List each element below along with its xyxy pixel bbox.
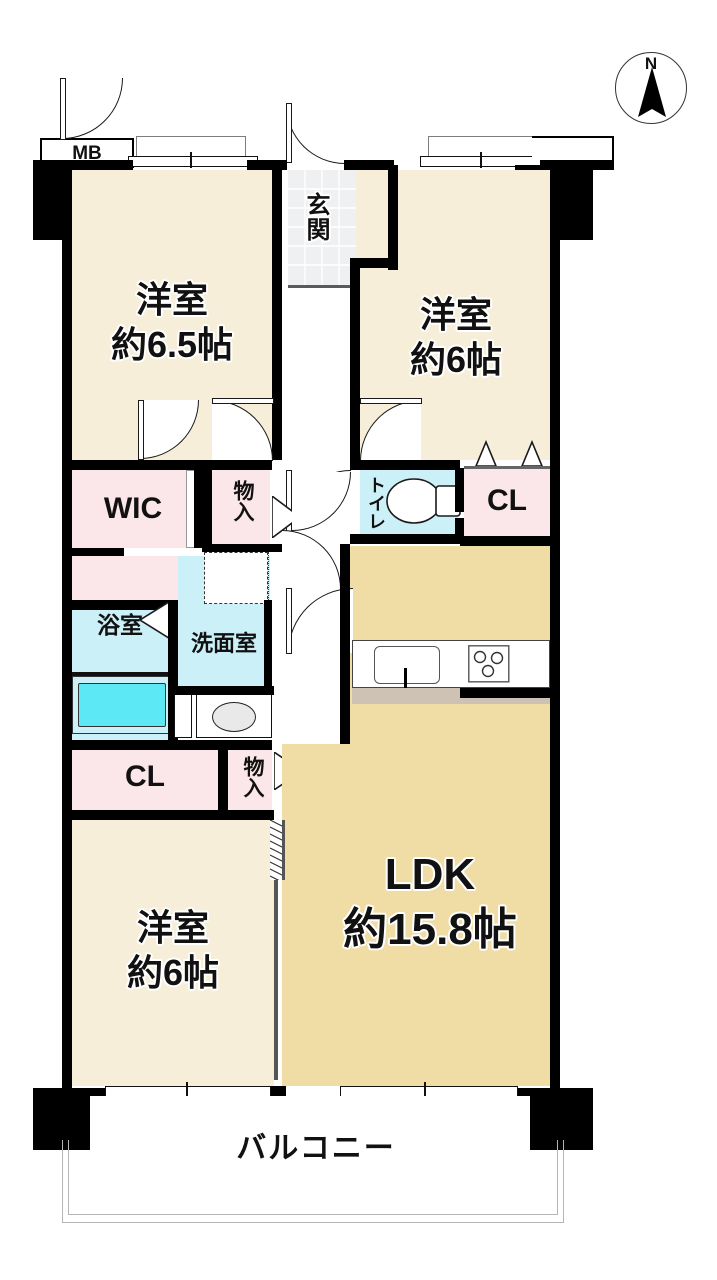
bedroom-sw-label-line2: 約6帖: [126, 952, 220, 993]
bedroom-nw-door-leaf: [212, 398, 274, 404]
sliding-partition-track: [274, 880, 278, 1080]
storage-lower-floor: [228, 750, 272, 810]
window-nw-mullion: [190, 152, 192, 168]
wall-closet-ne-bottom: [460, 536, 560, 546]
bedroom-ne-door-leaf: [360, 398, 422, 404]
room-ldk-floor: [346, 546, 550, 1086]
north-compass: [615, 52, 687, 124]
wic-floor: [72, 470, 194, 548]
wall-wic-divider: [62, 548, 124, 556]
window-ldk-mullion: [424, 1082, 426, 1100]
balcony-floor: [90, 1096, 530, 1196]
wall-toilet-top: [350, 460, 460, 470]
bath-door-icon: [140, 600, 172, 640]
washing-machine-space: [204, 552, 268, 604]
wic-floor-lower: [72, 556, 194, 608]
closet-sw-label: CL: [125, 760, 165, 793]
ldk-label-line1: LDK: [384, 850, 476, 899]
balcony-outline-outer: [62, 1140, 564, 1223]
wic-door-leaf: [138, 400, 144, 460]
wall-entrance-step-right: [388, 165, 398, 270]
closet-ne-rail: [464, 466, 550, 469]
wall-ldk-left-lower: [340, 664, 350, 744]
closet-ne-folding-door-icon: [475, 440, 543, 466]
wall-right-exterior-upper: [550, 165, 560, 465]
ne-exterior-slab: [532, 136, 614, 164]
mb-door-leaf: [60, 78, 66, 140]
washroom-label: 洗面室: [190, 631, 257, 656]
wall-top-mid-a: [247, 160, 287, 170]
bedroom-ne-label-line2: 約6帖: [409, 339, 503, 380]
toilet-label: トイレ: [366, 476, 386, 530]
wall-bath-right: [168, 600, 178, 740]
kitchen-faucet-icon: [404, 668, 407, 690]
wall-top-mid-b: [344, 160, 394, 170]
stove-burners-icon: [468, 645, 510, 683]
entrance-tile-grid: [288, 170, 356, 285]
wall-right-exterior-lower: [550, 460, 560, 1090]
closet-ne-label: CL: [487, 484, 527, 517]
bath-tub-surround: [72, 676, 170, 734]
wall-toilet-right: [455, 468, 464, 512]
wall-washroom-bottom: [168, 686, 274, 695]
washbasin-icon: [212, 702, 256, 732]
north-label: N: [644, 54, 658, 73]
bedroom-ne-label-line1: 洋室: [419, 294, 492, 335]
bath-label-line1: 浴室: [97, 612, 143, 638]
window-nw: [128, 156, 258, 167]
bedroom-sw-label-line1: 洋室: [136, 907, 209, 948]
storage-lower-label: 物入: [241, 756, 264, 798]
wall-storage-lower-bottom: [62, 810, 274, 820]
wall-wic-top: [62, 460, 272, 470]
room-bedroom-sw-floor: [72, 820, 274, 1086]
closet-sw-floor: [72, 750, 218, 810]
wall-storage-lower-left: [218, 740, 228, 820]
bedroom-nw-label-line2: 約6.5帖: [110, 324, 234, 365]
storage-upper-floor: [212, 470, 270, 548]
ldk-door-leaf: [286, 588, 292, 654]
wall-left-exterior-lower: [62, 460, 72, 1090]
mb-label: MB: [72, 143, 102, 164]
wic-label: WIC: [103, 492, 163, 525]
wall-ldk-left-upper: [340, 544, 350, 664]
closet-ne-floor: [464, 468, 550, 538]
wall-bath-inner-divider: [72, 672, 168, 676]
sliding-partition-track-upper: [282, 820, 285, 880]
washroom-lower-nook: [174, 694, 192, 738]
wall-storage-upper-bottom: [202, 544, 282, 552]
ldk-label-line2: 約15.8帖: [343, 905, 517, 954]
balcony-outline-inner: [68, 1140, 558, 1215]
storage-upper-folding-door-icon: [272, 496, 302, 538]
kitchen-sink-icon: [374, 646, 440, 684]
entrance-hall-sill: [288, 285, 356, 288]
wall-closet-sw-top: [62, 740, 272, 750]
wall-entrance-step-sill: [350, 258, 398, 268]
balcony-label: バルコニー: [236, 1132, 396, 1165]
mb-door-arc: [62, 78, 123, 139]
wall-left-exterior-upper: [62, 165, 72, 465]
wall-toilet-right-lower: [455, 518, 464, 540]
entrance-label: 玄関: [302, 192, 329, 242]
bedroom-nw-label-line1: 洋室: [135, 279, 208, 320]
window-ne-mullion: [480, 152, 482, 168]
wall-hall-left-upper: [272, 165, 282, 460]
wall-toilet-bottom: [350, 534, 464, 544]
toilet-bowl-icon: [386, 478, 461, 524]
wall-kitchen-right-nook: [460, 688, 550, 698]
entrance-door-leaf: [286, 103, 292, 163]
wall-storage-upper-left: [202, 460, 212, 550]
bathtub-icon: [78, 683, 166, 727]
entrance-door-arc: [286, 105, 345, 164]
wall-hall-right-upper: [350, 258, 360, 460]
wall-wic-right: [194, 460, 202, 548]
window-sw-mullion: [186, 1082, 188, 1100]
room-ldk-floor-kitchen-strip: [282, 744, 354, 1086]
sliding-partition-sw: [270, 820, 284, 880]
wall-washroom-right: [264, 600, 272, 686]
storage-upper-label: 物入: [231, 480, 254, 522]
